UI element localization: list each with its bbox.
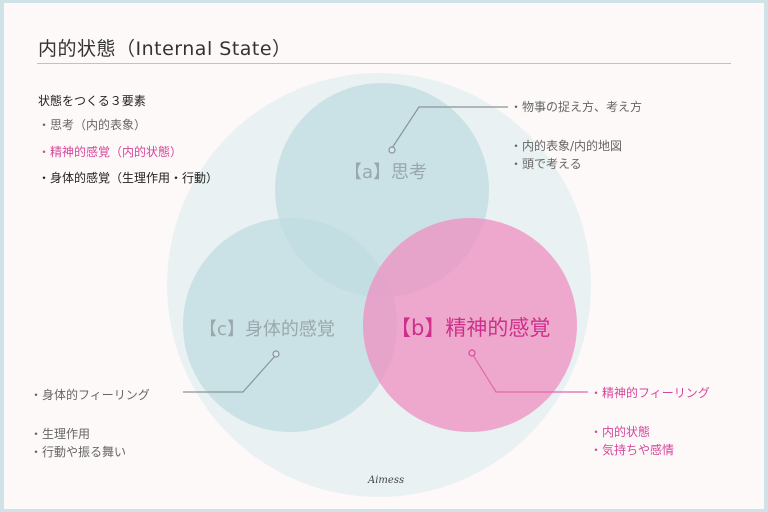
circle-b-label: 【b】精神的感覚 (390, 316, 551, 340)
connector-a (391, 106, 508, 149)
annotation-b-lead: ・精神的フィーリング (590, 386, 710, 400)
connector-b-dot (468, 349, 476, 357)
circle-a-label: 【a】思考 (344, 162, 428, 183)
annotation-c-lead: ・身体的フィーリング (30, 388, 150, 402)
connector-c (183, 355, 276, 393)
connector-c-dot (272, 350, 280, 358)
circle-b-mental (363, 218, 577, 432)
connector-b (472, 354, 588, 393)
annotation-c-detail-1: ・生理作用 (30, 427, 91, 441)
circle-c-physical (183, 218, 397, 432)
annotation-a-lead: ・物事の捉え方、考え方 (510, 100, 643, 114)
annotation-c-detail-2: ・行動や振る舞い (30, 445, 127, 459)
signature-logo: Aimess (368, 475, 405, 486)
connector-a-dot (388, 146, 396, 154)
annotation-b-detail-2: ・気持ちや感情 (590, 443, 675, 457)
annotation-a-detail-1: ・内的表象/内的地図 (510, 139, 623, 153)
element-item-physical: ・身体的感覚（生理作用・行動） (38, 171, 219, 185)
annotation-b-detail-1: ・内的状態 (590, 425, 651, 439)
element-item-thinking: ・思考（内的表象） (38, 118, 147, 132)
title-divider (37, 63, 731, 64)
circle-c-label: 【c】身体的感覚 (199, 319, 335, 340)
element-item-mental: ・精神的感覚（内的状態） (38, 145, 183, 159)
elements-heading: 状態をつくる３要素 (38, 94, 146, 108)
page-title: 内的状態（Internal State） (38, 38, 292, 60)
annotation-a-detail-2: ・頭で考える (510, 157, 582, 171)
